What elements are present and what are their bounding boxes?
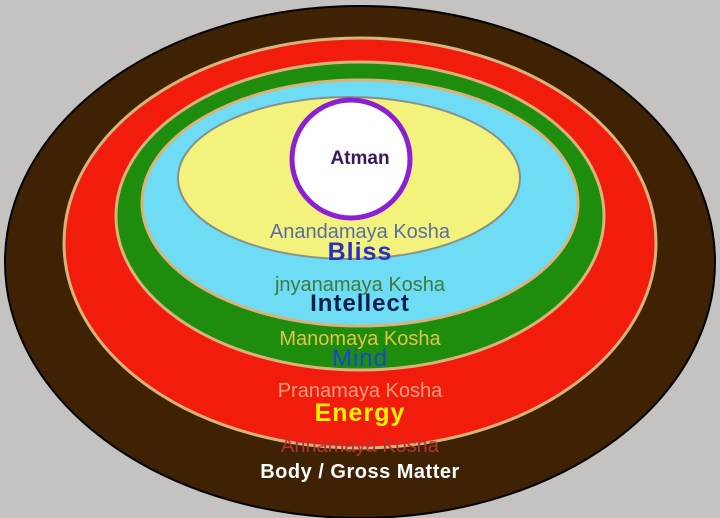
intellect-label: Intellect [310, 290, 410, 317]
jnyanamaya-kosha-label: jnyanamaya Kosha [274, 274, 446, 296]
annamaya-kosha-label: Annamaya Kosha [281, 435, 439, 457]
manomaya-kosha-label: Manomaya Kosha [279, 328, 441, 350]
mind-label: Mind [331, 345, 389, 372]
anandamaya-kosha-label: Anandamaya Kosha [269, 221, 451, 243]
atman-circle [289, 97, 413, 221]
bliss-label: Bliss [327, 238, 393, 266]
energy-label: Energy [314, 399, 406, 427]
atman-label: Atman [330, 148, 390, 169]
pranamaya-kosha-label: Pranamaya Kosha [277, 380, 443, 402]
body-gross-matter-label: Body / Gross Matter [260, 461, 460, 483]
